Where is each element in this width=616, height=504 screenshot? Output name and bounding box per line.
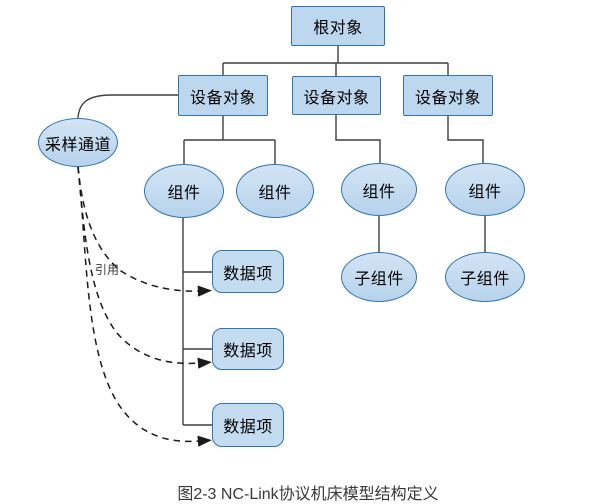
node-component-4: 组件 <box>445 163 525 216</box>
node-data-item-2: 数据项 <box>212 328 284 370</box>
node-component-2-label: 组件 <box>258 185 292 202</box>
node-device-object-3-label: 设备对象 <box>414 89 481 107</box>
edge-reference-to-dataitem1 <box>77 166 212 297</box>
edge-root-to-devices <box>222 46 449 76</box>
node-data-item-2-label: 数据项 <box>223 343 273 360</box>
node-device-object-3: 设备对象 <box>403 75 493 116</box>
node-subcomponent-1-label: 子组件 <box>354 271 404 288</box>
node-root-object-label: 根对象 <box>313 20 363 37</box>
edge-device3-to-component4 <box>447 116 484 163</box>
node-data-item-1: 数据项 <box>212 250 284 293</box>
node-device-object-1-label: 设备对象 <box>189 89 256 107</box>
node-device-object-2: 设备对象 <box>292 76 381 115</box>
node-component-1: 组件 <box>144 164 224 218</box>
node-component-1-label: 组件 <box>167 185 201 202</box>
edge-device2-to-component3 <box>335 115 381 163</box>
edge-device1-to-components <box>183 116 276 165</box>
node-component-4-label: 组件 <box>468 183 502 201</box>
node-sampling-channel: 采样通道 <box>38 118 118 167</box>
node-subcomponent-2: 子组件 <box>445 252 525 302</box>
node-component-3: 组件 <box>341 163 417 216</box>
node-data-item-1-label: 数据项 <box>223 265 273 283</box>
edge-channel-to-device1 <box>77 94 178 119</box>
node-device-object-1: 设备对象 <box>178 75 268 116</box>
node-component-2: 组件 <box>236 164 314 218</box>
node-device-object-2-label: 设备对象 <box>303 89 370 107</box>
node-subcomponent-1: 子组件 <box>341 252 417 302</box>
node-data-item-3: 数据项 <box>212 403 284 447</box>
edge-reference-to-dataitem3 <box>77 166 212 447</box>
node-subcomponent-2-label: 子组件 <box>460 271 510 288</box>
edge-component1-to-dataitems <box>182 218 212 426</box>
node-sampling-channel-label: 采样通道 <box>44 136 111 154</box>
figure-caption: 图2-3 NC-Link协议机床模型结构定义 <box>177 486 439 503</box>
node-data-item-3-label: 数据项 <box>223 419 273 436</box>
node-root-object: 根对象 <box>291 6 385 46</box>
reference-edge-label: 引用 <box>95 263 120 277</box>
node-component-3-label: 组件 <box>362 183 396 201</box>
